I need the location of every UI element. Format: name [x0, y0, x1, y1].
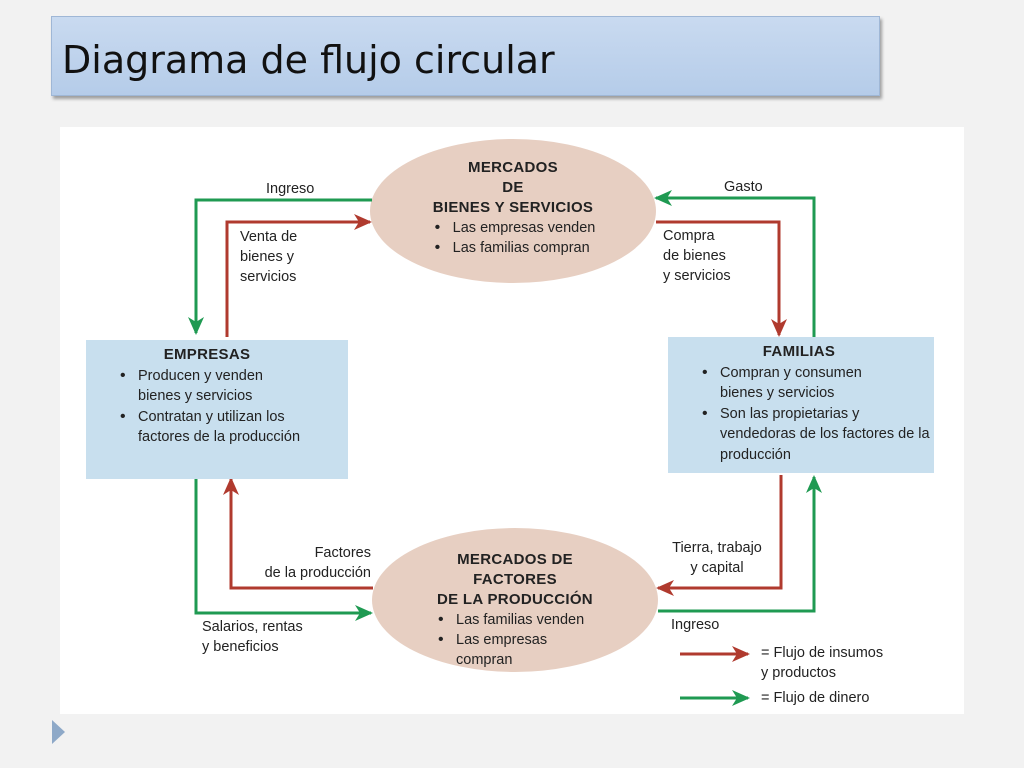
label-ingreso-top: Ingreso [266, 181, 315, 197]
label-venta: Venta de bienes y servicios [240, 229, 298, 285]
money-flow-arrow-gasto [654, 190, 816, 337]
households-bullet: Son las propietarias y vendedoras de los… [698, 404, 935, 466]
households-box: FAMILIAS Compran y consumen bienes y ser… [668, 337, 934, 473]
label-ingreso-bottom: Ingreso [671, 617, 720, 633]
factor-market-bullet: Las empresas compran [434, 630, 596, 670]
legend-goods-flow-text: = Flujo de insumos y productos [761, 645, 884, 681]
goods-market-bullet: Las familias compran [431, 238, 596, 258]
factor-market-line3: DE LA PRODUCCIÓN [437, 591, 593, 608]
label-factores: Factores de la producción [264, 545, 371, 581]
title-bar: Diagrama de flujo circular [51, 16, 880, 96]
label-salarios: Salarios, rentas y beneficios [202, 619, 303, 655]
slide-title: Diagrama de flujo circular [62, 38, 555, 82]
goods-market-bullet: Las empresas venden [431, 218, 596, 238]
households-title: FAMILIAS [762, 343, 836, 360]
goods-flow-arrow-venta [225, 214, 372, 337]
factor-market-label: MERCADOS DE FACTORES DE LA PRODUCCIÓN La… [402, 550, 628, 670]
goods-market-line2: DE [502, 179, 524, 196]
households-bullet: Compran y consumen bienes y servicios [698, 363, 905, 404]
goods-flow-arrow-tierra [656, 475, 783, 596]
firms-bullet: Producen y venden bienes y servicios [116, 366, 288, 407]
factor-market-bullet: Las familias venden [434, 610, 596, 630]
legend-money-flow-text: = Flujo de dinero [761, 690, 870, 706]
goods-flow-arrow-compra [656, 220, 787, 337]
money-flow-arrow-salarios [194, 479, 373, 621]
label-tierra: Tierra, trabajo y capital [672, 540, 762, 576]
circular-flow-diagram: MERCADOS DE BIENES Y SERVICIOS Las empre… [60, 127, 964, 714]
money-flow-arrow-ingreso-bottom [658, 475, 822, 613]
label-gasto: Gasto [724, 179, 763, 195]
next-slide-icon[interactable] [52, 720, 65, 744]
firms-title: EMPRESAS [163, 346, 251, 363]
money-flow-arrow-ingreso [188, 198, 372, 335]
firms-box: EMPRESAS Producen y venden bienes y serv… [86, 340, 348, 479]
label-compra: Compra de bienes y servicios [663, 228, 731, 284]
goods-market-label: MERCADOS DE BIENES Y SERVICIOS Las empre… [400, 158, 626, 258]
firms-bullet: Contratan y utilizan los factores de la … [116, 407, 313, 448]
goods-market-line1: MERCADOS [468, 159, 558, 176]
factor-market-line2: FACTORES [473, 571, 557, 588]
goods-flow-arrow-factores [223, 477, 373, 590]
factor-market-line1: MERCADOS DE [457, 551, 573, 568]
goods-market-line3: BIENES Y SERVICIOS [432, 199, 594, 216]
